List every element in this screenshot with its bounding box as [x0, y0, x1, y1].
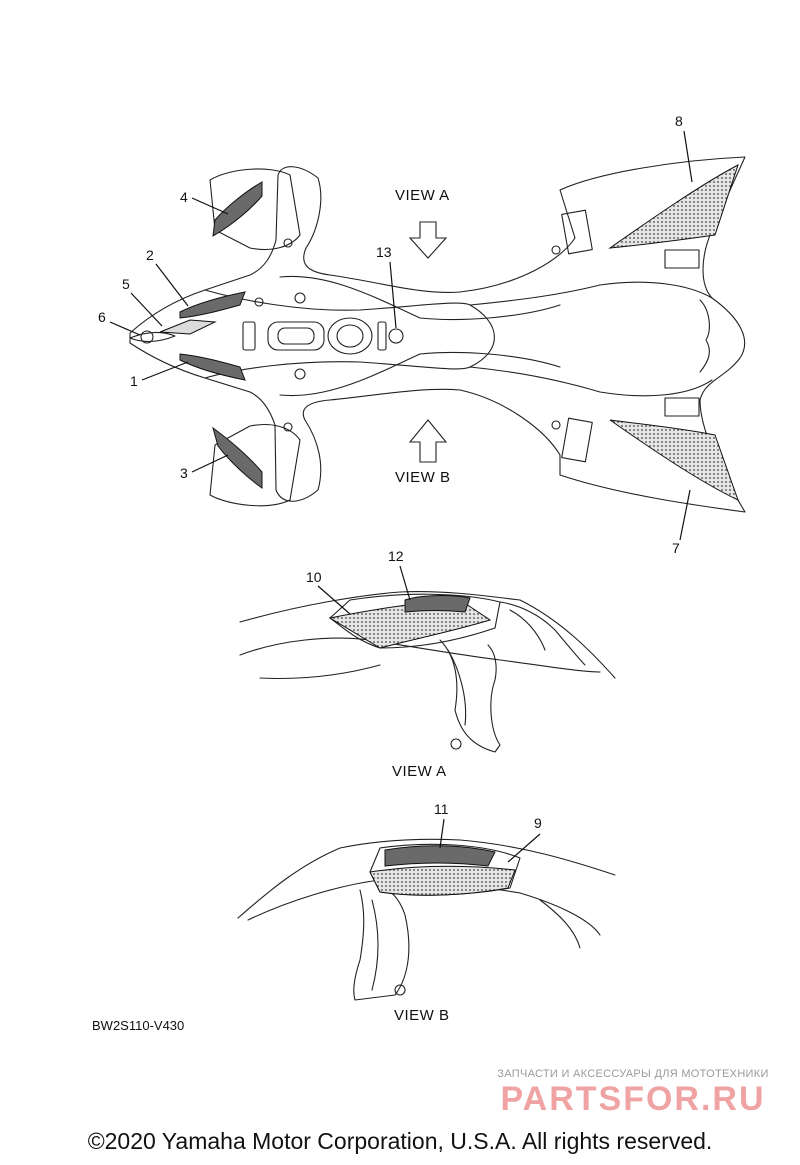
decal-5: [159, 319, 217, 335]
callout-9[interactable]: 9: [534, 815, 542, 831]
watermark-tagline: ЗАПЧАСТИ И АКСЕССУАРЫ ДЛЯ МОТОТЕХНИКИ: [497, 1068, 769, 1080]
view-a-callouts: 10 12: [306, 548, 411, 615]
callout-7[interactable]: 7: [672, 540, 680, 556]
decal-9: [369, 865, 516, 896]
decal-10: [328, 599, 492, 649]
decal-12: [404, 595, 471, 613]
view-a-caption: VIEW A: [392, 763, 447, 780]
decal-8: [608, 163, 739, 249]
decal-11: [384, 845, 496, 867]
callout-10[interactable]: 10: [306, 569, 322, 585]
callout-2[interactable]: 2: [146, 247, 154, 263]
watermark: ЗАПЧАСТИ И АКСЕССУАРЫ ДЛЯ МОТОТЕХНИКИ PA…: [478, 1068, 788, 1118]
view-b-drawing: [237, 838, 616, 1001]
decal-7: [609, 419, 739, 501]
callout-8[interactable]: 8: [675, 113, 683, 129]
decal-2: [179, 291, 246, 319]
decal-3: [212, 426, 263, 489]
drawing-code: BW2S110-V430: [92, 1018, 184, 1033]
view-b-arrow-label: VIEW B: [395, 469, 451, 486]
callout-5[interactable]: 5: [122, 276, 130, 292]
watermark-brand: PARTSFOR.RU: [500, 1080, 766, 1118]
view-b-caption: VIEW B: [394, 1007, 450, 1024]
view-a-arrow: VIEW A: [395, 187, 450, 259]
callout-3[interactable]: 3: [180, 465, 188, 481]
top-view-decals: [159, 163, 739, 501]
view-b-callouts: 11 9: [434, 801, 542, 863]
callout-1[interactable]: 1: [130, 373, 138, 389]
view-a-drawing: [239, 591, 616, 753]
decal-1: [179, 353, 246, 381]
callout-11[interactable]: 11: [434, 801, 449, 817]
callout-6[interactable]: 6: [98, 309, 106, 325]
top-view-body: [129, 156, 746, 513]
top-view-callouts: 4 2 5 6 1 3 13 8 7: [98, 113, 693, 556]
callout-12[interactable]: 12: [388, 548, 404, 564]
view-a-arrow-label: VIEW A: [395, 187, 450, 204]
callout-4[interactable]: 4: [180, 189, 188, 205]
callout-13[interactable]: 13: [376, 244, 392, 260]
decal-4: [212, 181, 263, 237]
view-b-arrow: VIEW B: [395, 419, 451, 486]
copyright-notice: ©2020 Yamaha Motor Corporation, U.S.A. A…: [87, 1128, 713, 1154]
